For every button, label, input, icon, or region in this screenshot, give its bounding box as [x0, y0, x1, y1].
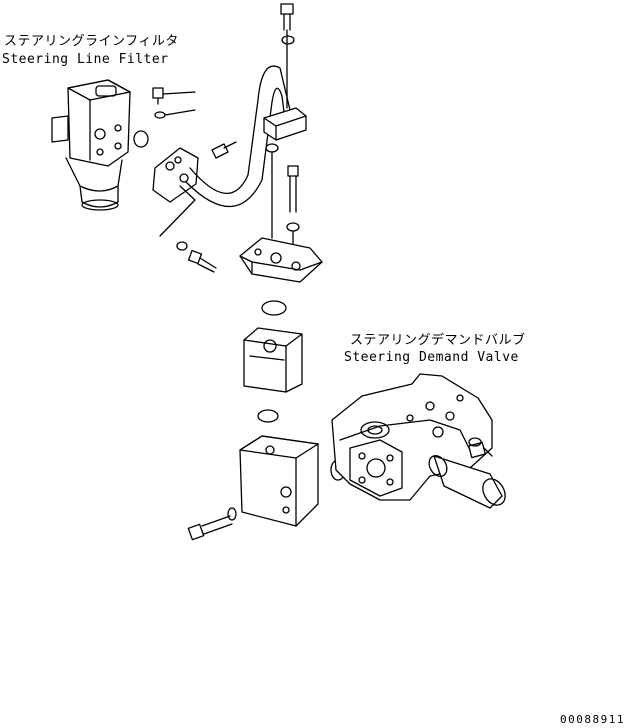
o-ring-mid — [265, 143, 279, 153]
drawing-number: 00088911 — [560, 713, 625, 726]
steering-line-filter — [51, 79, 131, 211]
mount-bolt — [187, 507, 237, 541]
tube-flange — [152, 147, 199, 203]
filter-label-jp: ステアリングラインフィルタ — [4, 34, 179, 49]
o-ring-large-lower — [257, 409, 279, 423]
bolt-small-filter — [152, 87, 196, 105]
top-washer — [281, 35, 295, 45]
clamp-block — [263, 107, 307, 141]
right-bolt — [287, 165, 299, 213]
valve-label-jp: ステアリングデマンドバルブ — [350, 333, 526, 348]
filter-label-en: Steering Line Filter — [2, 52, 169, 67]
top-bolt — [280, 3, 294, 109]
adapter-block — [243, 327, 303, 393]
o-ring-filter — [133, 130, 149, 148]
right-washer — [286, 222, 300, 232]
o-ring-small-filter — [154, 109, 196, 119]
mounting-block — [239, 435, 319, 527]
tube-fitting — [211, 141, 237, 159]
valve-label-en: Steering Demand Valve — [344, 350, 519, 365]
flange-block — [239, 237, 323, 283]
hydraulic-tube — [185, 65, 291, 208]
flange-bolt — [159, 185, 217, 273]
steering-demand-valve — [331, 373, 506, 509]
o-ring-large-upper — [261, 300, 287, 316]
